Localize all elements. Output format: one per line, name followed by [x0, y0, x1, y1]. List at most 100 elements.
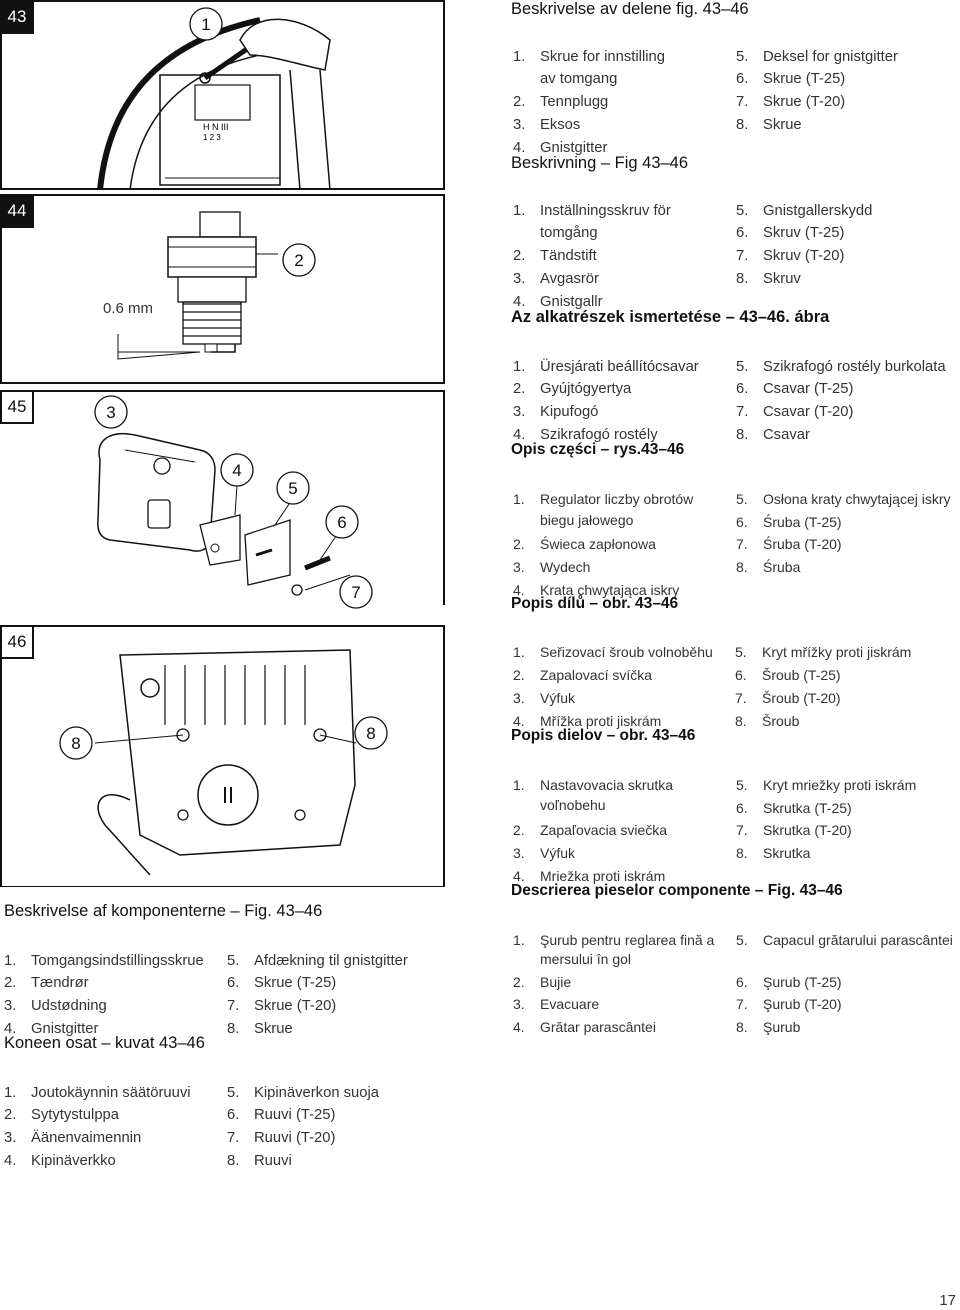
item-number: 3.	[4, 998, 17, 1014]
list-item: 8.Csavar	[736, 427, 810, 443]
item-number	[513, 797, 540, 813]
item-number: 6.	[735, 667, 747, 683]
list-item: 5.Kipinäverkon suoja	[227, 1085, 379, 1101]
figure-46: 46 8 8	[0, 625, 445, 887]
item-label: Avgasrör	[540, 271, 599, 287]
list-item: 3.Eksos	[513, 117, 580, 133]
list-item: 8.Skrue	[736, 117, 802, 133]
item-label: Skrue (T-25)	[763, 71, 846, 87]
item-number: 4.	[513, 1019, 525, 1035]
item-label: Csavar	[763, 427, 810, 443]
item-label: Šroub	[762, 713, 800, 729]
list-item: 1.Üresjárati beállítócsavar	[513, 359, 699, 375]
list-item: 1.Joutokäynnin säätöruuvi	[4, 1085, 191, 1101]
list-item: 4.Gnistgitter	[4, 1021, 98, 1037]
figure-tag-43: 43	[0, 0, 34, 34]
item-number: 5.	[736, 359, 749, 375]
list-item: 4.Gnistgallr	[513, 294, 603, 310]
engine-screws-illustration	[0, 625, 445, 887]
item-number: 7.	[736, 996, 748, 1012]
item-label: Výfuk	[540, 845, 576, 861]
list-item: 2.Tändstift	[513, 248, 597, 264]
item-label: Ruuvi (T-20)	[254, 1130, 336, 1146]
list-item: 7.Šroub (T-20)	[735, 690, 841, 706]
item-number: 8.	[736, 845, 748, 861]
item-number: 6.	[736, 381, 749, 397]
item-label: Ruuvi (T-25)	[254, 1107, 336, 1123]
item-number: 8.	[735, 713, 747, 729]
item-number: 1.	[513, 491, 525, 507]
list-item: voľnobehu	[513, 797, 606, 813]
list-item: 7.Śruba (T-20)	[736, 536, 842, 552]
list-item: 8. Šroub	[735, 713, 799, 729]
list-item: 4.Mriežka proti iskrám	[513, 868, 665, 884]
list-item: 3. Udstødning	[4, 998, 107, 1014]
list-item: 3. Výfuk	[513, 690, 575, 706]
item-number: 6.	[227, 975, 240, 991]
section-title: Opis części – rys.43–46	[511, 441, 685, 458]
electrode-gap-label: 0.6 mm	[103, 300, 154, 317]
item-number: 5.	[736, 777, 748, 793]
list-item: 3.Äänenvaimennin	[4, 1130, 141, 1146]
item-label: Regulator liczby obrotów	[540, 491, 694, 507]
section-title: Beskrivning – Fig 43–46	[511, 154, 689, 172]
section-danish: Beskrivelse af komponenterne – Fig. 43–4…	[4, 902, 408, 1037]
item-number: 7.	[736, 536, 748, 552]
item-number: 2.	[513, 248, 526, 264]
item-label: Udstødning	[31, 998, 107, 1014]
item-label: Zapaľovacia sviečka	[540, 822, 668, 838]
list-item: 3.Wydech	[513, 559, 590, 575]
item-label: Kipinäverkon suoja	[254, 1085, 380, 1101]
list-item: 3.Kipufogó	[513, 404, 598, 420]
list-item: 1. Regulator liczby obrotów	[513, 491, 693, 507]
item-label: Šroub (T-20)	[762, 690, 841, 706]
item-label: Skruv (T-25)	[763, 225, 845, 241]
item-label: Tændrør	[31, 975, 89, 991]
list-item: 3.Avgasrör	[513, 271, 599, 287]
list-item: 8.Skrue	[227, 1021, 293, 1037]
item-label: Şurub (T-25)	[763, 974, 842, 990]
item-label: Tomgangsindstillingsskrue	[31, 953, 204, 969]
list-item: 4.Gnistgitter	[513, 140, 607, 156]
section-slovak: Popis dielov – obr. 43–46 1.Nastavovacia…	[511, 727, 916, 884]
callout-7	[339, 575, 373, 609]
section-title: Beskrivelse av delene fig. 43–46	[511, 0, 749, 18]
item-number: 3.	[513, 690, 525, 706]
item-label: voľnobehu	[540, 797, 606, 813]
list-item: 4.Szikrafogó rostély	[513, 427, 658, 443]
list-item: 6.Şurub (T-25)	[736, 974, 842, 990]
list-item: 5.Osłona kraty chwytającej iskry	[736, 491, 951, 507]
item-number: 3.	[513, 996, 525, 1012]
list-item: 4.Krata chwytająca iskry	[513, 582, 679, 598]
item-number: 5.	[735, 644, 747, 660]
callout-2-label: 2	[294, 251, 304, 270]
item-number: 4.	[513, 582, 525, 598]
item-label: Výfuk	[540, 690, 576, 706]
section-polish: Opis części – rys.43–46 1. Regulator licz…	[511, 441, 951, 598]
item-label: Şurub	[763, 1019, 801, 1035]
item-number: 8.	[227, 1153, 240, 1169]
item-label: Zapalovací svíčka	[540, 667, 653, 683]
callout-6-label: 6	[337, 513, 347, 532]
item-number: 5.	[227, 953, 240, 969]
item-number: 3.	[513, 117, 526, 133]
item-number: 8.	[736, 559, 748, 575]
item-label: Kryt mriežky proti iskrám	[763, 777, 917, 793]
item-label: mersului în gol	[540, 951, 632, 967]
list-item: 5.Kryt mřížky proti jiskrám	[735, 644, 911, 660]
item-label: Csavar (T-20)	[763, 404, 854, 420]
callout-8-right	[354, 716, 388, 750]
item-label: Skrutka (T-20)	[763, 822, 852, 838]
list-item: 1.Şurub pentru reglarea fină a	[513, 932, 714, 948]
list-item: 3.Výfuk	[513, 845, 575, 861]
item-number: 2.	[513, 822, 525, 838]
item-number: 4.	[513, 713, 525, 729]
item-label: Wydech	[540, 559, 591, 575]
list-item: mersului în gol	[513, 951, 631, 967]
list-item: 3.Evacuare	[513, 996, 599, 1012]
section-title: Az alkatrészek ismertetése – 43–46. ábra	[511, 308, 830, 326]
item-number	[513, 225, 540, 241]
item-label: Mriežka proti iskrám	[540, 868, 666, 884]
item-number: 8.	[227, 1021, 240, 1037]
item-number: 2.	[513, 536, 525, 552]
